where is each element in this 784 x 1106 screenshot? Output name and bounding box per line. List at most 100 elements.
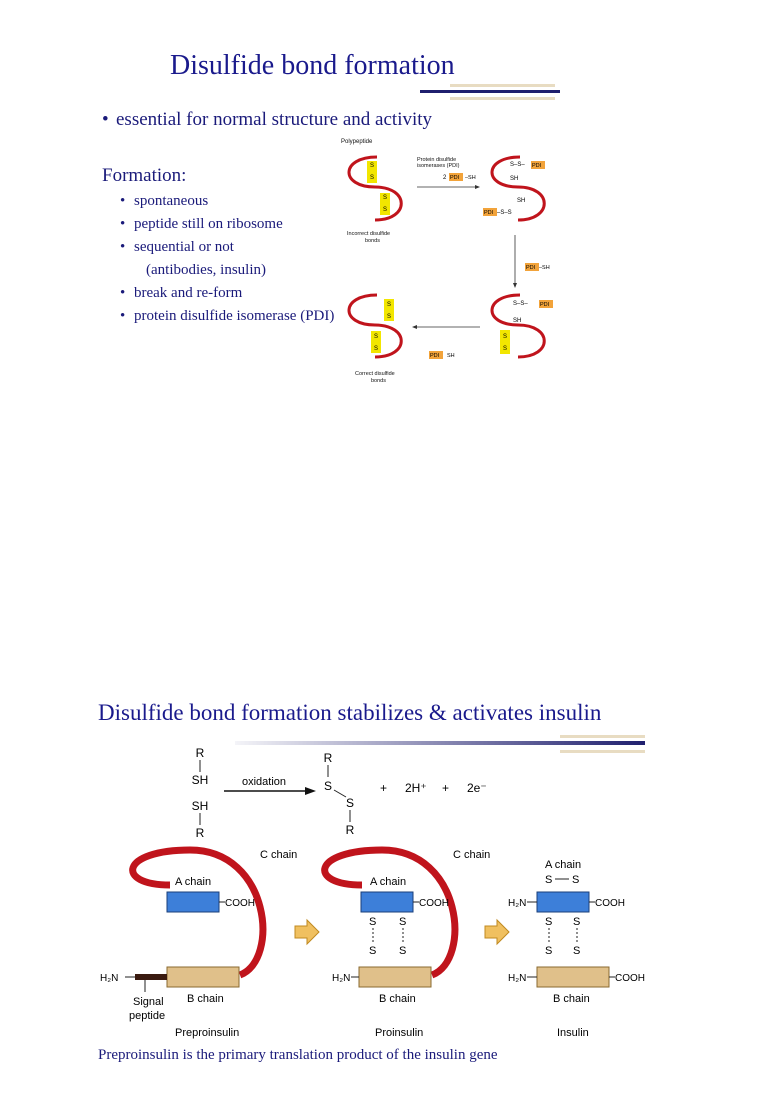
preproinsulin-label: Preproinsulin [175, 1027, 239, 1039]
formation-list-item-text: break and re-form [134, 285, 243, 301]
polypeptide-chain [347, 155, 403, 222]
sulfur-label: S [369, 945, 376, 957]
formation-list-item: •protein disulfide isomerase (PDI) [120, 308, 334, 325]
ss-bond-highlight [380, 193, 390, 215]
signal-label: Signal [133, 996, 164, 1008]
incorrect-label: Incorrect disulfide [347, 231, 390, 237]
insulin-label: Insulin [557, 1027, 589, 1039]
sh-label: SH [510, 176, 518, 182]
a-chain-block [536, 891, 590, 913]
pdi-box [429, 351, 443, 359]
sh-label: SH [513, 318, 521, 324]
signal-peptide [135, 974, 167, 980]
process-arrow-icon [484, 918, 510, 946]
cooh-label: COOH [595, 898, 625, 909]
slide-2: Disulfide bond formation stabilizes & ac… [0, 680, 784, 1106]
r-group-label: R [324, 751, 333, 765]
ss-bond-highlight [384, 299, 394, 321]
incorrect-label: bonds [365, 238, 380, 244]
sulfur-label: S [374, 334, 378, 340]
sulfur-label: S [503, 346, 507, 352]
title-underline-accent [450, 84, 555, 87]
pdi-sh-label: –SH [539, 265, 550, 271]
pdi-sh-label: –SH [465, 175, 476, 181]
proton-label: 2H⁺ [405, 781, 427, 795]
process-arrow-icon [294, 918, 320, 946]
a-chain-block [166, 891, 220, 913]
oxidation-reaction: R SH SH R oxidation R S S R + 2H⁺ + 2e⁻ [192, 746, 487, 840]
c-chain-label: C chain [260, 849, 297, 861]
cooh-label: COOH [225, 898, 255, 909]
signal-label: peptide [129, 1010, 165, 1022]
main-bullet-text: essential for normal structure and activ… [116, 109, 433, 130]
pdi-label: isomerases (PDI) [417, 163, 460, 169]
sh-label: SH [192, 799, 209, 813]
a-chain-label: A chain [545, 859, 581, 871]
bullet-dot: • [120, 193, 126, 209]
arrowhead-icon [475, 185, 480, 189]
sh-label: SH [192, 773, 209, 787]
arrowhead-icon [305, 787, 316, 795]
bullet-dot: • [120, 216, 126, 232]
slide-1: Disulfide bond formation •essential for … [0, 0, 784, 430]
electron-label: 2e⁻ [467, 781, 487, 795]
polypeptide-chain [490, 293, 546, 359]
correct-label: bonds [371, 378, 386, 384]
b-chain-label: B chain [379, 993, 416, 1005]
h2n-label: H₂N [508, 973, 526, 984]
sulfur-label: S [573, 945, 580, 957]
arrowhead-icon [513, 283, 517, 288]
ss-bond-highlight [367, 161, 377, 183]
c-chain [321, 846, 459, 979]
pdi-label: PDI [430, 353, 440, 359]
insulin-processing-diagram: C chain A chain COOH H₂N Signal peptide … [100, 846, 645, 1039]
sulfur-label: S [399, 945, 406, 957]
pdi-label: PDI [526, 265, 536, 271]
c-chain [129, 846, 267, 979]
formation-list-item: • spontaneous [120, 193, 208, 210]
pdi-label: PDI [532, 163, 542, 169]
title-underline-accent [560, 735, 645, 738]
sulfur-label: S [573, 916, 580, 928]
pdi-figure: Polypeptide S S S S Incorrect disulfide … [341, 139, 553, 384]
pdi-box [525, 263, 539, 271]
h2n-label: H₂N [100, 973, 118, 984]
sh-label: SH [517, 198, 525, 204]
r-group-label: R [346, 823, 355, 837]
sulfur-label: S [369, 916, 376, 928]
plus-sign: + [380, 781, 387, 795]
ss-bond-highlight [500, 330, 510, 354]
a-chain-block [360, 891, 414, 913]
sulfur-label: S [383, 195, 387, 201]
slide-2-caption: Preproinsulin is the primary translation… [98, 1047, 498, 1063]
pdi-count: 2 [443, 175, 447, 181]
formation-list-item-text: protein disulfide isomerase (PDI) [134, 308, 335, 324]
formation-heading: Formation: [102, 165, 187, 186]
b-chain-block [536, 966, 610, 988]
pdi-label: PDI [450, 175, 460, 181]
oxidation-label: oxidation [242, 776, 286, 788]
formation-list-item-text: spontaneous [134, 193, 209, 209]
title-underline-accent [560, 750, 645, 753]
c-chain-label: C chain [453, 849, 490, 861]
b-chain-label: B chain [187, 993, 224, 1005]
sulfur-label: S [399, 916, 406, 928]
proinsulin-label: Proinsulin [375, 1027, 423, 1039]
title-underline [235, 741, 645, 745]
sulfur-label: S [545, 874, 552, 886]
sulfur-label: S [370, 175, 374, 181]
ss-label: S–S– [510, 162, 525, 168]
formation-list-item: •peptide still on ribosome [120, 216, 283, 233]
pdi-label: PDI [484, 210, 494, 216]
b-chain-label: B chain [553, 993, 590, 1005]
correct-label: Correct disulfide [355, 371, 395, 377]
a-chain-label: A chain [370, 876, 406, 888]
cooh-label: COOH [615, 973, 645, 984]
ss-label: –S–S [497, 210, 512, 216]
ss-bond-highlight [371, 331, 381, 353]
cooh-label: COOH [419, 898, 449, 909]
a-chain-label: A chain [175, 876, 211, 888]
sulfur-label: S [324, 779, 332, 793]
b-chain-block [358, 966, 432, 988]
pdi-box [449, 173, 463, 181]
